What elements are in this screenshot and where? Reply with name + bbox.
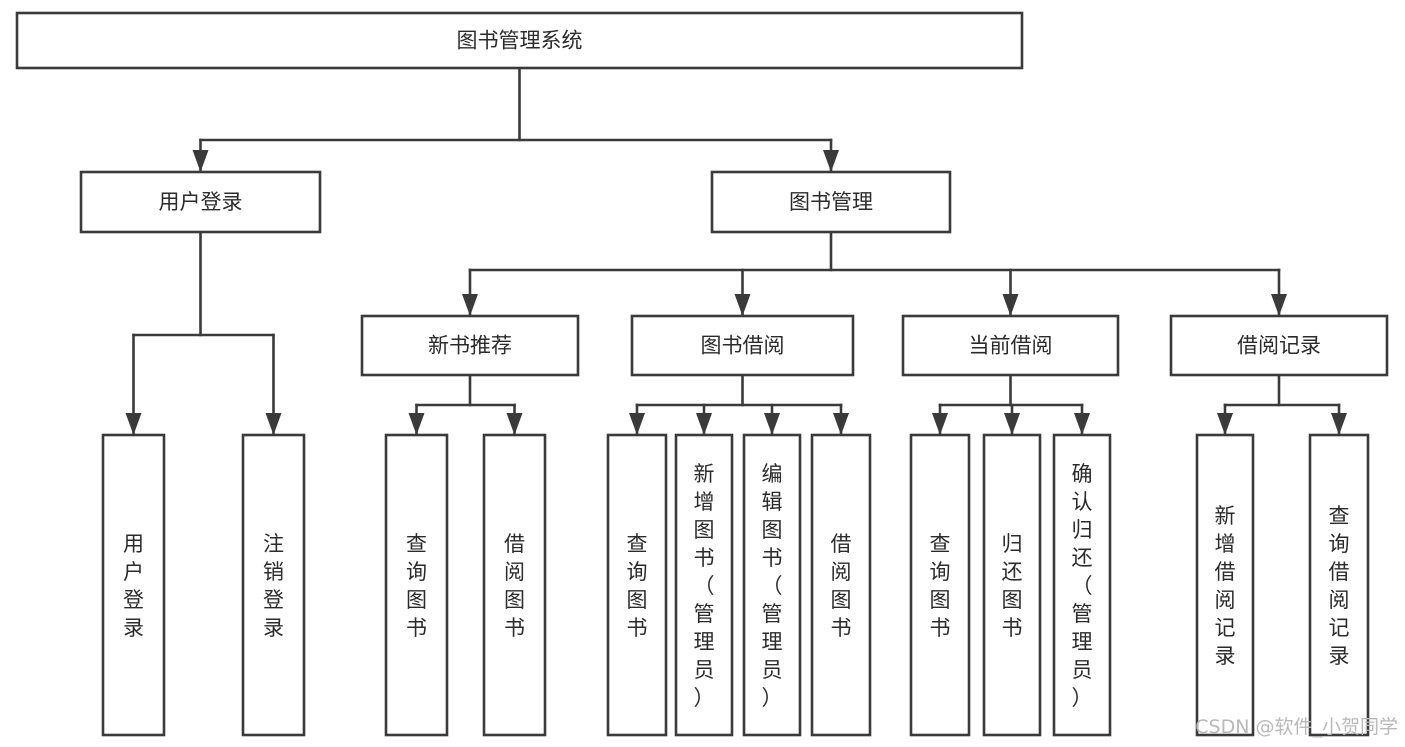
arrow-head-icon: [506, 413, 523, 435]
node-leaf-add-record-box[interactable]: [1195, 433, 1255, 737]
node-leaf-add-book-box[interactable]: [674, 433, 734, 737]
node-leaf-query-record-label: 查询借阅记录: [1329, 504, 1350, 668]
node-book-borrow-box[interactable]: [630, 314, 855, 377]
node-current-borrow-label: 当前借阅: [969, 334, 1053, 358]
node-root-box[interactable]: [15, 11, 1024, 70]
node-layer: 图书管理系统用户登录图书管理新书推荐图书借阅当前借阅借阅记录用户登录注销登录查询…: [15, 11, 1389, 737]
node-book-borrow[interactable]: 图书借阅: [630, 314, 855, 377]
node-user-login[interactable]: 用户登录: [79, 170, 322, 234]
node-leaf-user-logout-label: 注销登录: [263, 532, 284, 640]
node-book-borrow-label: 图书借阅: [701, 334, 785, 358]
node-leaf-borrow-book-rec-label: 借阅图书: [504, 532, 525, 640]
arrow-head-icon: [1074, 413, 1090, 435]
node-leaf-borrow-book-box[interactable]: [810, 433, 872, 737]
node-leaf-query-book-borrow-label: 查询图书: [627, 532, 648, 640]
node-leaf-borrow-book-label: 借阅图书: [831, 532, 852, 640]
node-leaf-user-login-label: 用户登录: [123, 532, 144, 640]
arrow-head-icon: [265, 413, 282, 435]
node-book-manage-box[interactable]: [710, 170, 952, 234]
node-leaf-user-logout-box[interactable]: [241, 433, 306, 737]
arrow-head-icon: [462, 294, 478, 316]
arrow-head-icon: [764, 413, 780, 435]
node-leaf-edit-book[interactable]: 编辑图书（管理员）: [742, 433, 802, 737]
node-current-borrow[interactable]: 当前借阅: [901, 314, 1120, 377]
node-leaf-add-record[interactable]: 新增借阅记录: [1195, 433, 1255, 737]
node-borrow-record-box[interactable]: [1169, 314, 1389, 377]
arrow-head-icon: [125, 413, 142, 435]
node-borrow-record[interactable]: 借阅记录: [1169, 314, 1389, 377]
node-borrow-record-label: 借阅记录: [1237, 334, 1321, 358]
node-leaf-borrow-book[interactable]: 借阅图书: [810, 433, 872, 737]
arrow-head-icon: [1002, 294, 1019, 316]
node-leaf-user-login-box[interactable]: [101, 433, 166, 737]
node-leaf-confirm-return[interactable]: 确认归还（管理员）: [1052, 433, 1112, 737]
node-root[interactable]: 图书管理系统: [15, 11, 1024, 70]
node-leaf-add-book[interactable]: 新增图书（管理员）: [674, 433, 734, 737]
node-leaf-query-book-cur-label: 查询图书: [930, 532, 951, 640]
node-leaf-query-book-rec[interactable]: 查询图书: [384, 433, 449, 737]
node-leaf-borrow-book-rec[interactable]: 借阅图书: [482, 433, 547, 737]
node-leaf-query-book-rec-box[interactable]: [384, 433, 449, 737]
arrow-head-icon: [1331, 413, 1347, 435]
node-leaf-borrow-book-rec-box[interactable]: [482, 433, 547, 737]
node-leaf-edit-book-label: 编辑图书（管理员）: [762, 462, 783, 710]
csdn-watermark: CSDN @软件_小贺同学: [1195, 716, 1398, 738]
node-leaf-return-book-label: 归还图书: [1002, 532, 1023, 640]
node-new-book-rec[interactable]: 新书推荐: [360, 314, 580, 377]
node-leaf-query-record[interactable]: 查询借阅记录: [1308, 433, 1370, 737]
node-new-book-rec-label: 新书推荐: [428, 334, 512, 358]
arrow-head-icon: [932, 413, 948, 435]
node-leaf-user-login[interactable]: 用户登录: [101, 433, 166, 737]
arrow-head-icon: [629, 413, 645, 435]
arrow-head-icon: [1271, 294, 1287, 316]
node-leaf-return-book-box[interactable]: [982, 433, 1042, 737]
node-new-book-rec-box[interactable]: [360, 314, 580, 377]
arrow-head-icon: [734, 294, 751, 316]
arrow-head-icon: [696, 413, 712, 435]
arrow-head-icon: [192, 150, 209, 172]
arrow-head-icon: [408, 413, 425, 435]
node-leaf-return-book[interactable]: 归还图书: [982, 433, 1042, 737]
arrow-head-icon: [1004, 413, 1020, 435]
node-leaf-confirm-return-label: 确认归还（管理员）: [1072, 462, 1093, 710]
node-root-label: 图书管理系统: [457, 29, 583, 53]
arrow-head-icon: [833, 413, 849, 435]
node-user-login-box[interactable]: [79, 170, 322, 234]
connector-layer: [125, 66, 1347, 435]
node-leaf-query-book-cur-box[interactable]: [909, 433, 971, 737]
arrow-head-icon: [1217, 413, 1233, 435]
node-leaf-user-logout[interactable]: 注销登录: [241, 433, 306, 737]
node-leaf-edit-book-box[interactable]: [742, 433, 802, 737]
node-leaf-query-book-borrow-box[interactable]: [606, 433, 668, 737]
node-leaf-add-record-label: 新增借阅记录: [1215, 504, 1236, 668]
node-leaf-query-book-cur[interactable]: 查询图书: [909, 433, 971, 737]
node-user-login-label: 用户登录: [159, 190, 243, 214]
node-book-manage-label: 图书管理: [789, 190, 873, 214]
node-current-borrow-box[interactable]: [901, 314, 1120, 377]
arrow-head-icon: [823, 150, 839, 172]
node-leaf-add-book-label: 新增图书（管理员）: [694, 462, 715, 710]
node-leaf-query-book-borrow[interactable]: 查询图书: [606, 433, 668, 737]
node-book-manage[interactable]: 图书管理: [710, 170, 952, 234]
node-leaf-confirm-return-box[interactable]: [1052, 433, 1112, 737]
node-leaf-query-book-rec-label: 查询图书: [406, 532, 427, 640]
node-leaf-query-record-box[interactable]: [1308, 433, 1370, 737]
